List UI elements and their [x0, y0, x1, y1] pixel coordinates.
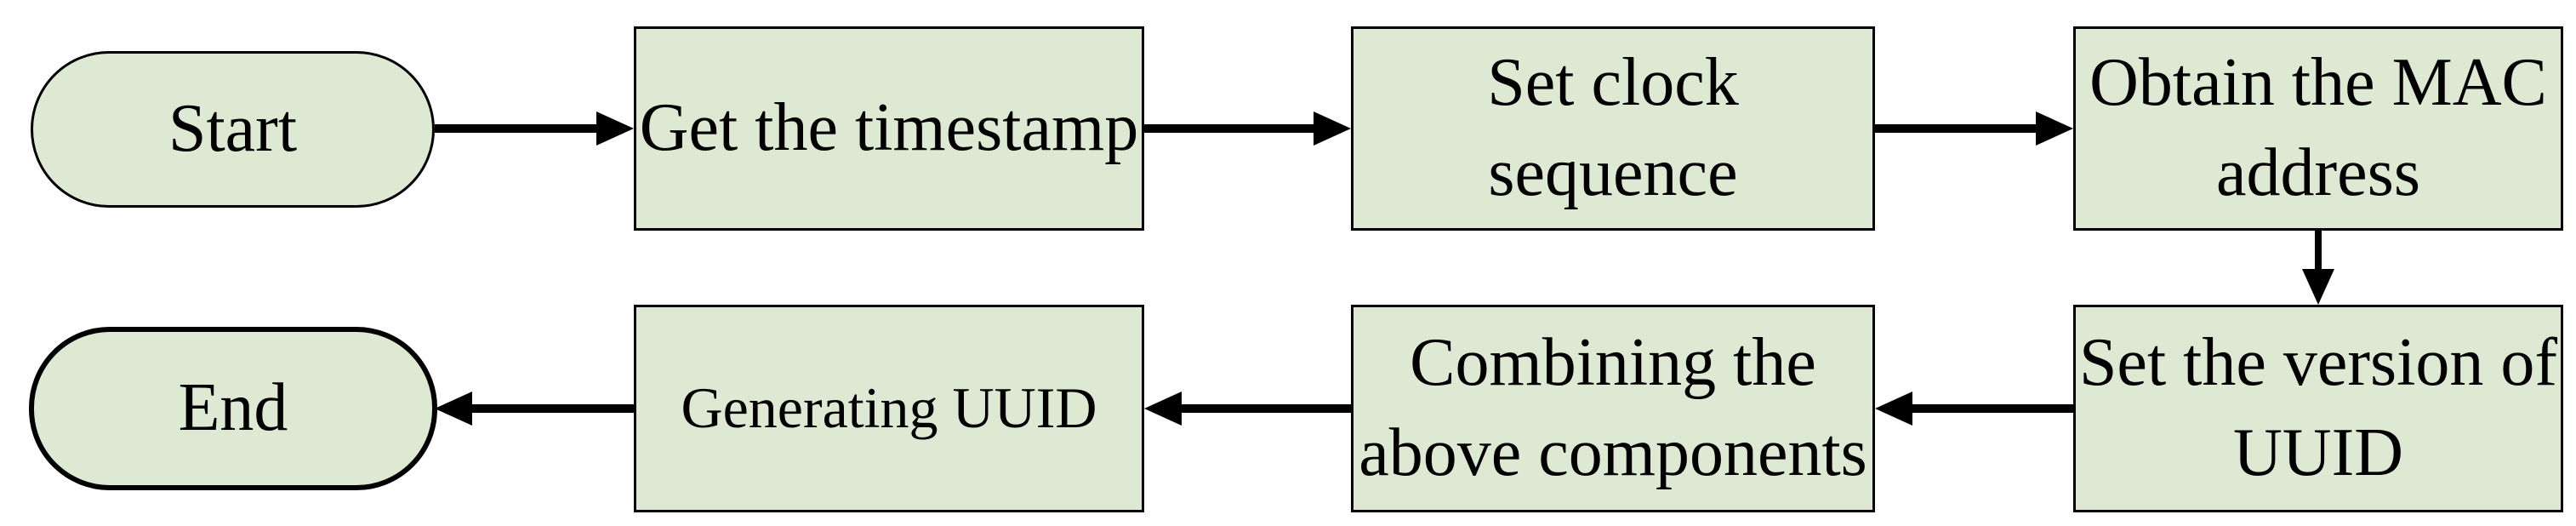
node-combining: Combining the above components	[1351, 305, 1875, 512]
arrowhead-left-icon	[1875, 392, 1912, 426]
arrowhead-left-icon	[1144, 392, 1182, 426]
node-generating: Generating UUID	[634, 305, 1144, 512]
node-set-version-line2: UUID	[2233, 415, 2403, 490]
node-set-clock: Set clock sequence	[1351, 26, 1875, 231]
node-start: Start	[31, 51, 435, 208]
node-combining-line1: Combining the	[1410, 325, 1816, 401]
node-set-clock-line1: Set clock	[1487, 45, 1739, 121]
node-set-version-line1: Set the version of	[2078, 325, 2558, 401]
arrow-shaft	[435, 124, 596, 133]
arrowhead-right-icon	[2036, 111, 2073, 146]
node-obtain-mac-line2: address	[2216, 135, 2420, 210]
arrow-shaft	[1182, 404, 1351, 413]
node-obtain-mac: Obtain the MAC address	[2073, 26, 2563, 231]
node-get-timestamp-label: Get the timestamp	[639, 90, 1139, 166]
arrowhead-left-icon	[435, 392, 472, 426]
node-get-timestamp: Get the timestamp	[634, 26, 1144, 231]
node-end-label: End	[178, 370, 288, 446]
arrowhead-down-icon	[2302, 269, 2334, 305]
arrow-shaft	[1912, 404, 2073, 413]
arrow-shaft	[2315, 231, 2322, 271]
arrow-shaft	[1875, 124, 2036, 133]
node-obtain-mac-line1: Obtain the MAC	[2089, 45, 2547, 121]
node-set-clock-line2: sequence	[1488, 135, 1738, 210]
arrow-shaft	[1144, 124, 1314, 133]
arrowhead-right-icon	[1314, 111, 1351, 146]
node-set-version: Set the version of UUID	[2073, 305, 2563, 512]
node-end: End	[29, 327, 437, 490]
node-start-label: Start	[168, 91, 298, 167]
node-generating-label: Generating UUID	[681, 375, 1097, 441]
arrowhead-right-icon	[596, 111, 634, 146]
arrow-shaft	[472, 404, 634, 413]
node-combining-line2: above components	[1359, 415, 1867, 490]
